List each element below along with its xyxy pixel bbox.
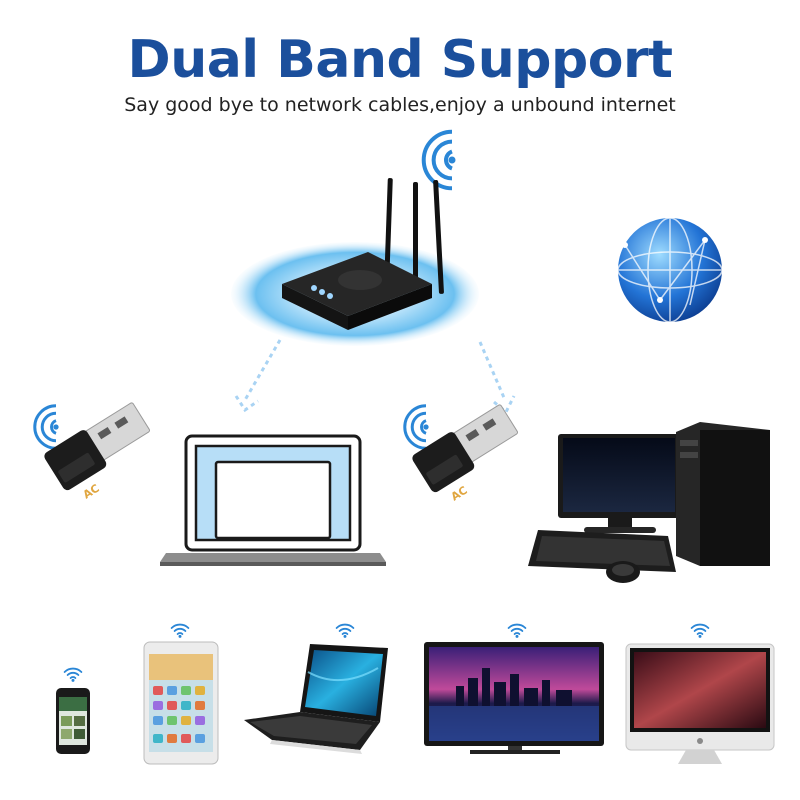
laptop (160, 434, 386, 566)
wifi-icon (63, 667, 83, 683)
adapter-badge: AC (449, 484, 470, 504)
usb-adapter (412, 404, 519, 493)
signal-arrow-left (234, 339, 282, 413)
wifi-icon (412, 126, 480, 194)
signal-arrow-right (478, 341, 516, 415)
adapter-badge: AC (81, 482, 102, 502)
wifi-icon (170, 623, 190, 639)
page-subtitle: Say good bye to network cables,enjoy a u… (124, 94, 676, 116)
router (282, 178, 444, 330)
usb-adapter (44, 402, 151, 491)
wifi-icon (335, 623, 355, 639)
monitor (424, 642, 604, 754)
phone (56, 688, 90, 754)
wifi-icon (690, 623, 710, 639)
wifi-icon (507, 623, 527, 639)
desktop-pc (528, 422, 770, 583)
globe-icon (617, 217, 723, 323)
imac (625, 643, 775, 764)
laptop (244, 644, 388, 754)
tablet (143, 641, 219, 765)
page-title: Dual Band Support (127, 30, 673, 90)
